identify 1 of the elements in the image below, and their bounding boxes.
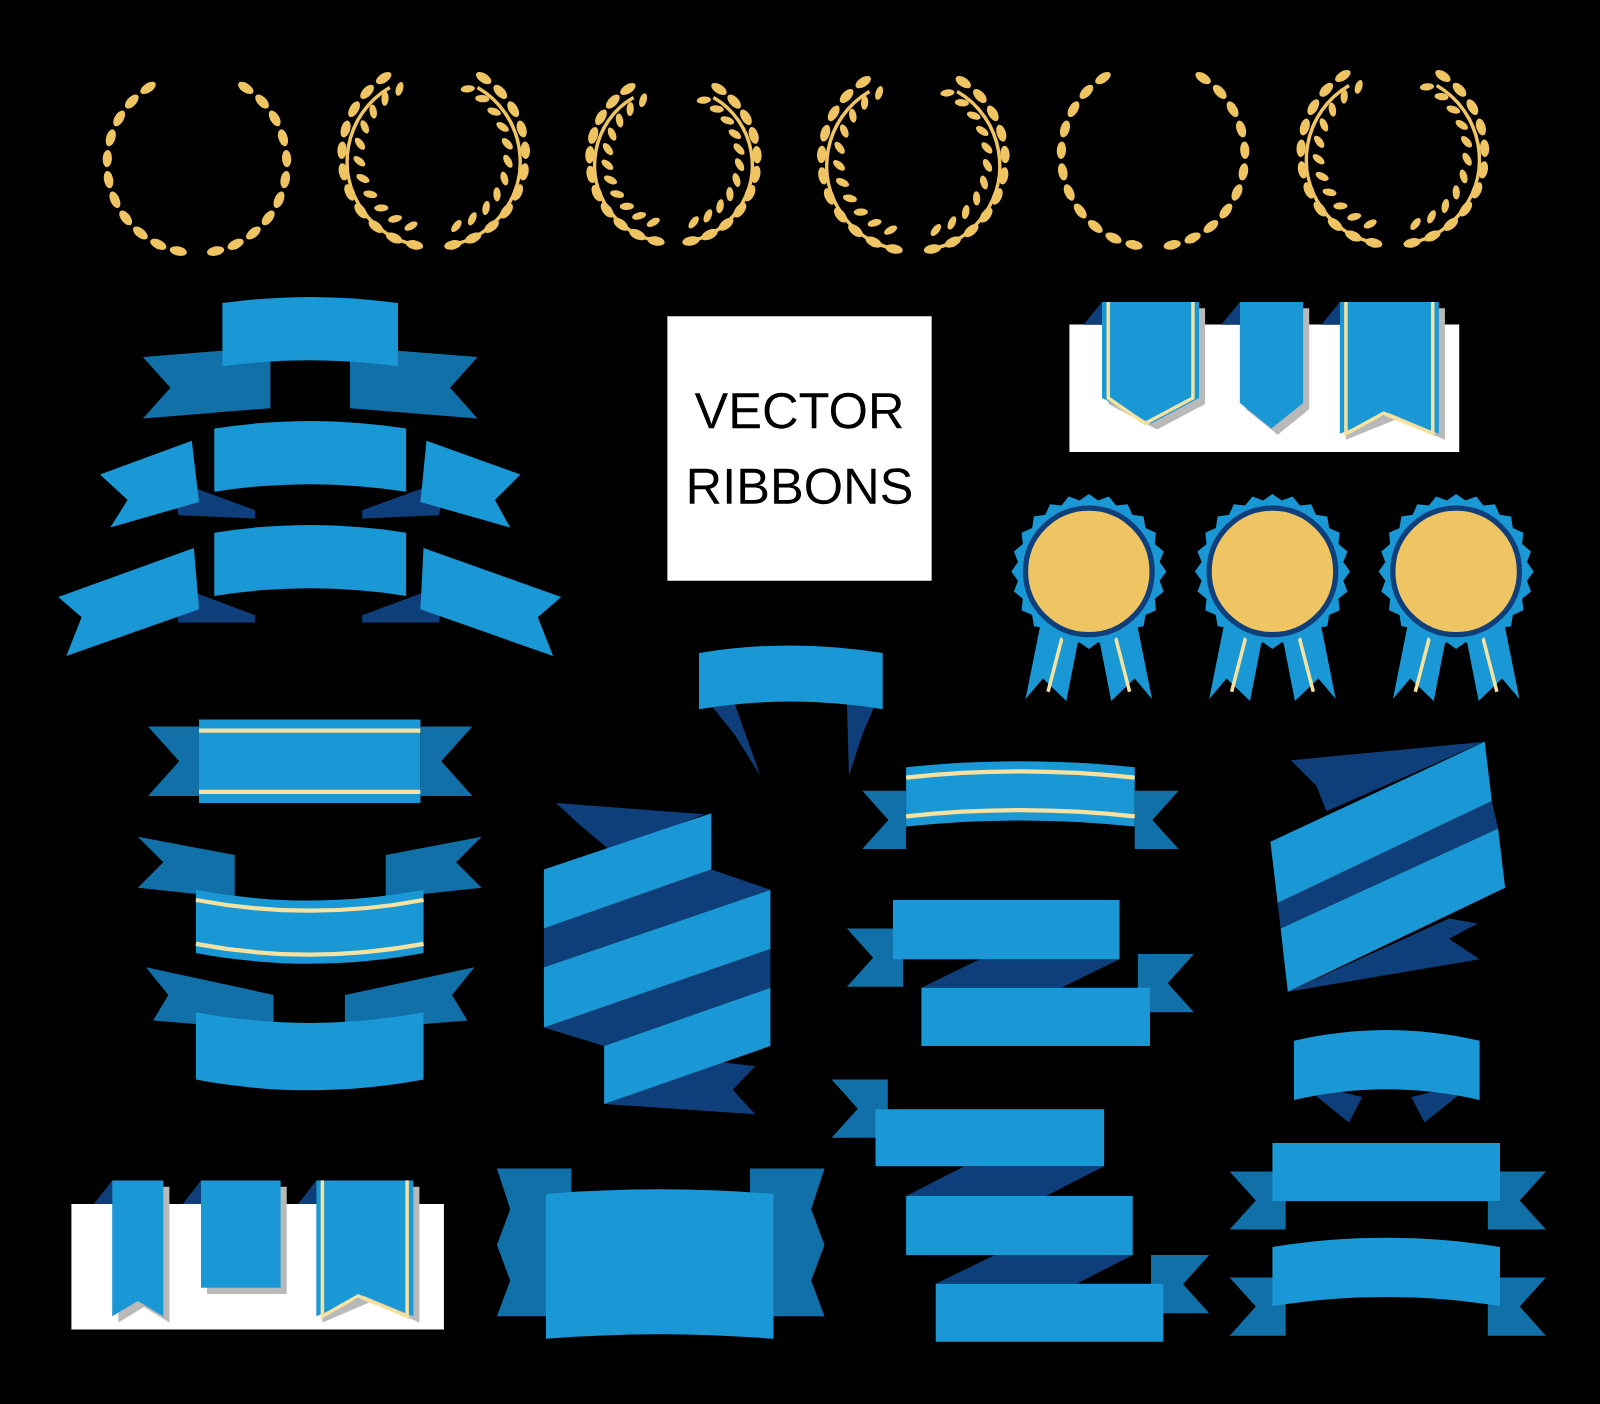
- text-box: VECTOR RIBBONS: [667, 316, 932, 581]
